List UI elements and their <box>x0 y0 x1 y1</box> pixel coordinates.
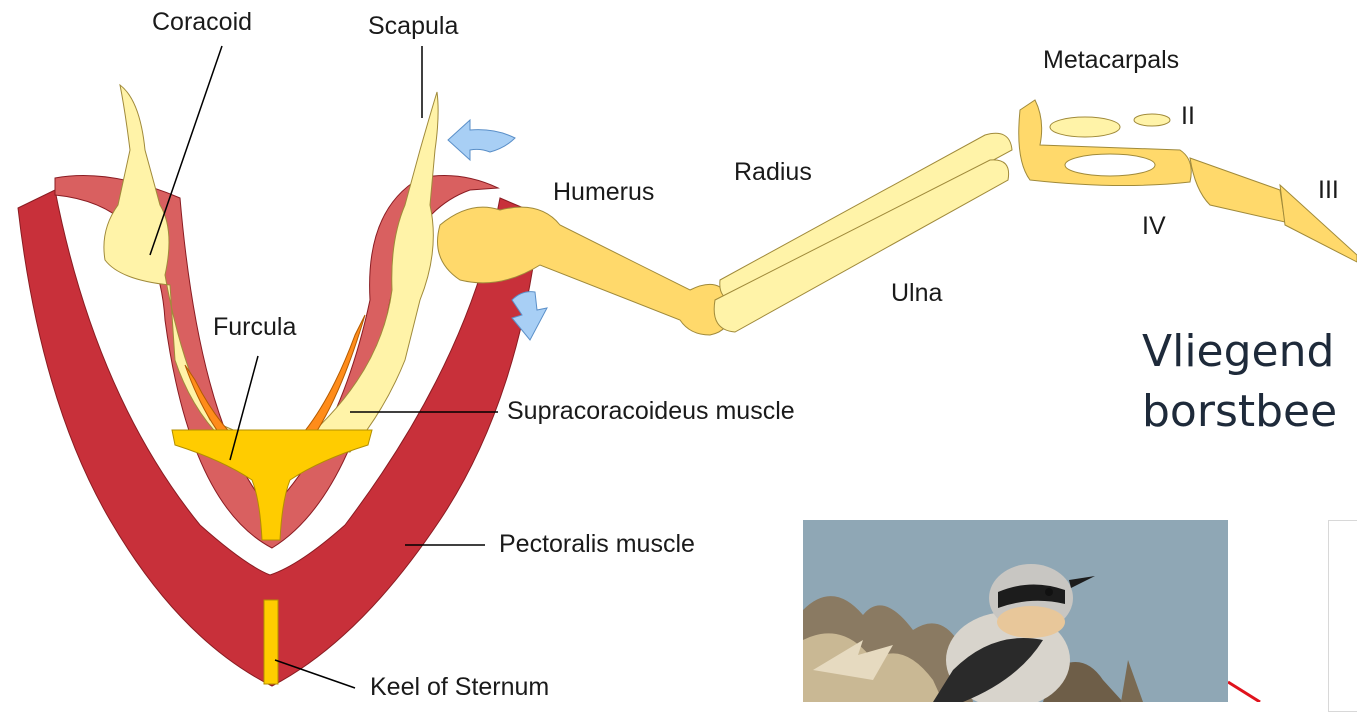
caption-line-2: borstbee <box>1142 382 1337 442</box>
coracoid-leader <box>150 46 222 255</box>
label-coracoid: Coracoid <box>152 8 252 37</box>
label-ii: II <box>1181 102 1195 131</box>
label-radius: Radius <box>734 158 812 187</box>
keel-of-sternum <box>264 600 278 684</box>
metacarpal-small-bone <box>1134 114 1170 126</box>
label-iii: III <box>1318 176 1339 205</box>
label-ulna: Ulna <box>891 279 942 308</box>
slide-caption: Vliegend borstbee <box>1142 322 1337 442</box>
upstroke-arrow-icon <box>448 120 515 160</box>
label-humerus: Humerus <box>553 178 654 207</box>
digit-iii-bone <box>1190 158 1285 222</box>
side-panel <box>1328 520 1357 712</box>
label-supracoracoideus: Supracoracoideus muscle <box>507 397 795 426</box>
scapula-bone <box>290 92 438 452</box>
metacarpal-ii-bone <box>1050 117 1120 137</box>
red-pointer-line <box>1228 682 1260 702</box>
label-iv: IV <box>1142 212 1166 241</box>
wheatear-illustration <box>803 520 1228 702</box>
label-furcula: Furcula <box>213 313 296 342</box>
label-metacarpals: Metacarpals <box>1043 46 1179 75</box>
caption-line-1: Vliegend <box>1142 322 1337 382</box>
label-scapula: Scapula <box>368 12 458 41</box>
label-pectoralis: Pectoralis muscle <box>499 530 695 559</box>
bird-photo <box>803 520 1228 702</box>
label-keel: Keel of Sternum <box>370 673 549 702</box>
coracoid-bone <box>104 85 280 455</box>
metacarpal-opening <box>1065 154 1155 176</box>
furcula-bone <box>172 430 372 540</box>
